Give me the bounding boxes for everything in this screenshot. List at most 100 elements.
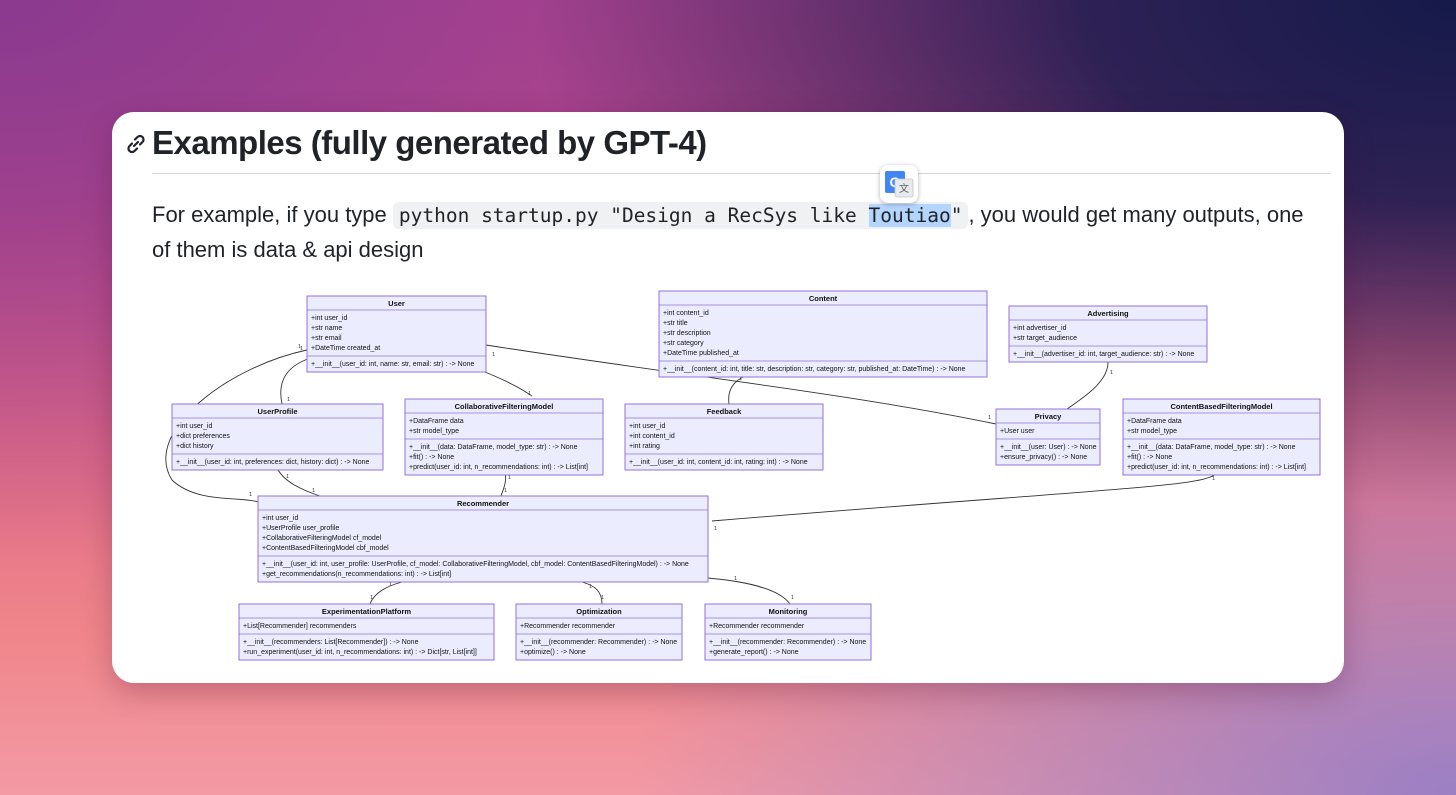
multiplicity-label: 1 — [389, 582, 392, 588]
class-name: UserProfile — [257, 407, 297, 416]
code-part-a: python startup.py "Design a RecSys like — [398, 204, 869, 227]
class-attribute: +str model_type — [409, 428, 459, 435]
code-part-b: " — [950, 204, 963, 227]
multiplicity-label: 1 — [249, 492, 252, 498]
intro-paragraph: For example, if you type python startup.… — [152, 198, 1322, 267]
class-attribute: +DataFrame data — [409, 418, 464, 425]
relation-user-privacy — [485, 344, 997, 425]
class-box — [171, 403, 384, 471]
multiplicity-label: 1 — [601, 595, 604, 601]
intro-text-before: For example, if you type — [152, 202, 393, 227]
relation-user-recommender — [165, 349, 308, 503]
class-attribute: +dict history — [176, 443, 214, 450]
multiplicity-label: 1 — [300, 346, 303, 352]
class-attribute: +User user — [1000, 428, 1035, 435]
class-attribute: +int advertiser_id — [1013, 325, 1067, 332]
class-attribute: +str target_audience — [1013, 335, 1077, 342]
class-attribute: +List[Recommender] recommenders — [243, 623, 357, 630]
class-attribute: +DataFrame data — [1127, 418, 1182, 425]
class-attribute: +int content_id — [629, 433, 675, 440]
relation-cbfm-recommender — [711, 471, 1218, 522]
class-name: Advertising — [1087, 309, 1129, 318]
relation-userprofile-recommender — [276, 467, 321, 497]
class-method: +__init__(recommenders: List[Recommender… — [243, 639, 419, 646]
class-content: Content+int content_id+str title+str des… — [658, 290, 988, 378]
class-attribute: +str email — [311, 335, 342, 342]
multiplicity-label: 1 — [492, 352, 495, 358]
class-feedback: Feedback +int user_id +int content_id +int … — [624, 403, 824, 471]
multiplicity-label: 1 — [504, 488, 507, 494]
multiplicity-label: 1 — [312, 488, 315, 494]
class-cfm: CollaborativeFilteringModel +DataFrame da… — [404, 398, 604, 476]
class-name: ContentBasedFilteringModel — [1170, 402, 1272, 411]
intro-text-after: , you would get many outputs, one of the… — [152, 202, 1304, 262]
multiplicity-label: 1 — [734, 576, 737, 582]
link-icon[interactable] — [124, 132, 148, 156]
class-attribute: +int rating — [629, 443, 660, 450]
class-name: Recommender — [457, 499, 509, 508]
class-attribute: +DateTime created_at — [311, 345, 380, 352]
relation-recommender-monitoring — [707, 577, 791, 605]
class-method: +run_experiment(user_id: int, n_recommen… — [243, 649, 477, 656]
page-title: Examples (fully generated by GPT-4) — [152, 124, 707, 161]
class-attribute: +dict preferences — [176, 433, 230, 440]
class-name: Privacy — [1035, 412, 1063, 421]
class-box — [1122, 398, 1321, 476]
class-userprofile: UserProfile +int user_id +dict preferences… — [171, 403, 384, 471]
class-monitoring: Monitoring+Recommender recommender+__ini… — [704, 603, 872, 661]
class-attribute: +str category — [663, 340, 704, 347]
class-method: +__init__(user_id: int, name: str, email… — [311, 361, 475, 368]
class-attribute: +UserProfile user_profile — [262, 525, 339, 532]
multiplicity-label: 1 — [589, 584, 592, 590]
class-box — [404, 398, 604, 476]
class-box — [995, 408, 1101, 466]
class-attribute: +str model_type — [1127, 428, 1177, 435]
class-method: +__init__(data: DataFrame, model_type: s… — [409, 444, 578, 451]
class-box — [624, 403, 824, 471]
class-box — [704, 603, 872, 661]
class-attribute: +DateTime published_at — [663, 350, 739, 357]
command-code: python startup.py "Design a RecSys like … — [392, 202, 969, 229]
class-name: Optimization — [576, 607, 622, 616]
multiplicity-label: 1 — [370, 595, 373, 601]
class-method: +optimize() : -> None — [520, 649, 586, 656]
class-method: +__init__(user_id: int, user_profile: Us… — [262, 561, 689, 568]
class-recommender: Recommender +int user_id +UserProfile user… — [257, 495, 709, 583]
multiplicity-label: 1 — [791, 595, 794, 601]
class-attribute: +int user_id — [629, 423, 665, 430]
class-method: +get_recommendations(n_recommendations: … — [262, 571, 451, 578]
class-cbfm: ContentBasedFilteringModel +DataFrame dat… — [1122, 398, 1321, 476]
class-method: +__init__(user: User) : -> None — [1000, 444, 1097, 451]
multiplicity-label: 1 — [287, 397, 290, 403]
class-method: +__init__(user_id: int, preferences: dic… — [176, 459, 369, 466]
multiplicity-label: 1 — [714, 526, 717, 532]
class-name: Content — [809, 294, 838, 303]
class-name: Feedback — [707, 407, 742, 416]
class-privacy: Privacy+User user +__init__(user: User) :… — [995, 408, 1101, 466]
class-advertising: Advertising +int advertiser_id +str target… — [1008, 305, 1208, 363]
class-name: CollaborativeFilteringModel — [455, 402, 554, 411]
selected-text[interactable]: Toutiao — [868, 204, 951, 227]
multiplicity-label: 1 — [528, 391, 531, 397]
class-box — [1008, 305, 1208, 363]
heading-divider — [152, 173, 1330, 174]
class-attribute: +Recommender recommender — [520, 623, 616, 630]
class-attribute: +int user_id — [262, 515, 298, 522]
class-method: +__init__(recommender: Recommender) : ->… — [709, 639, 866, 646]
class-method: +__init__(recommender: Recommender) : ->… — [520, 639, 677, 646]
multiplicity-label: 1 — [1110, 370, 1113, 376]
class-method: +fit() : -> None — [409, 454, 454, 461]
class-attribute: +Recommender recommender — [709, 623, 805, 630]
class-method: +generate_report() : -> None — [709, 649, 799, 656]
class-method: +predict(user_id: int, n_recommendations… — [1127, 464, 1306, 471]
relation-advertising-privacy — [1066, 361, 1109, 410]
google-translate-icon[interactable]: G 文 — [880, 165, 918, 203]
content-card: Examples (fully generated by GPT-4) For … — [112, 112, 1344, 683]
class-attribute: +str description — [663, 330, 711, 337]
class-box — [238, 603, 495, 661]
svg-text:文: 文 — [899, 182, 909, 195]
class-attribute: +int user_id — [176, 423, 212, 430]
class-method: +__init__(advertiser_id: int, target_aud… — [1013, 351, 1194, 358]
multiplicity-label: 1 — [1212, 476, 1215, 482]
class-experimentation: ExperimentationPlatform+List[Recommender… — [238, 603, 495, 661]
